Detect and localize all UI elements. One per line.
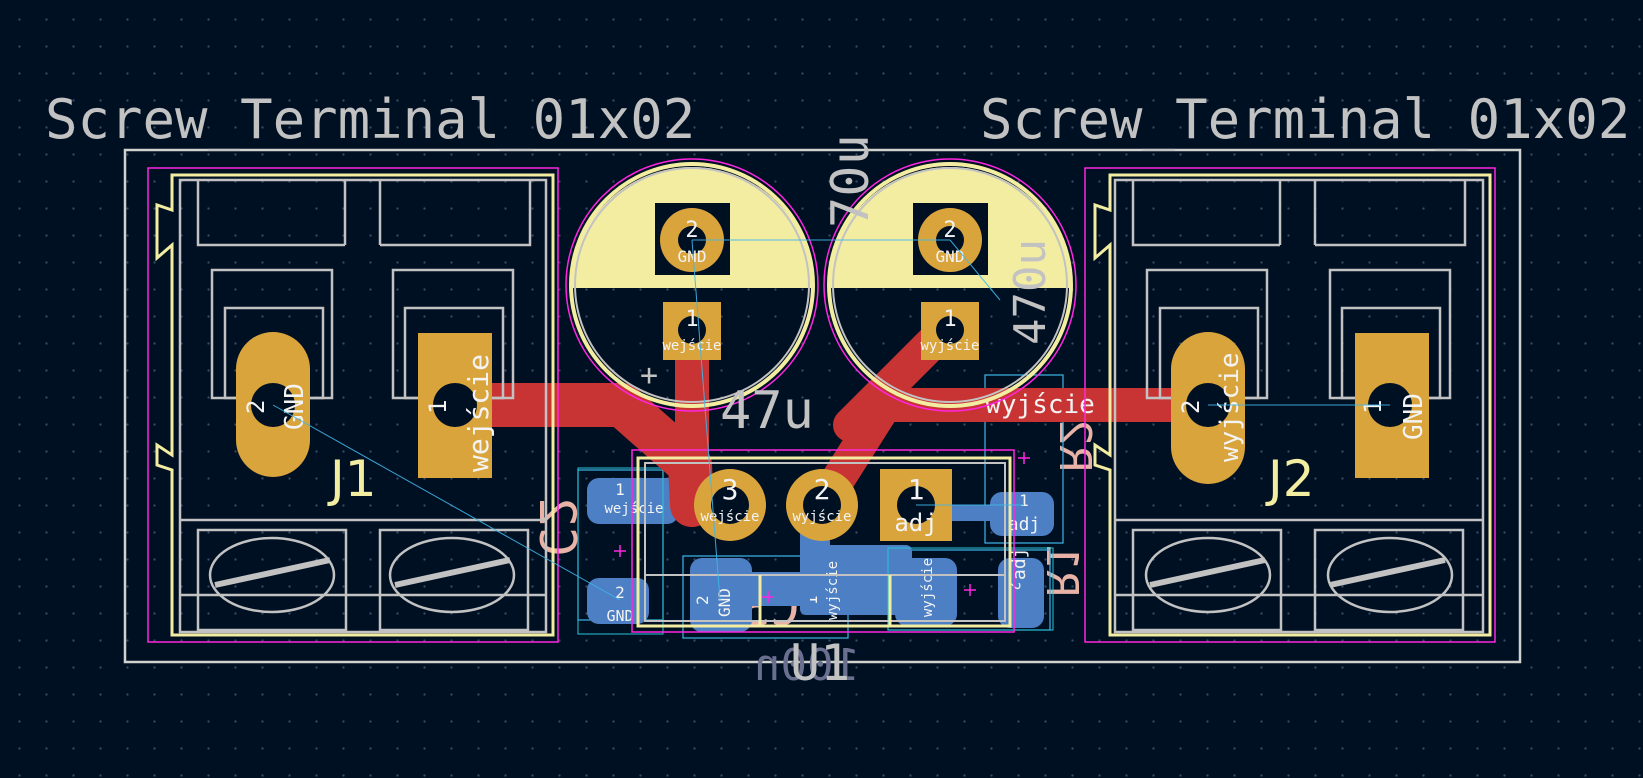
back-c3-pad2-num: 2	[693, 595, 712, 605]
j1-value: Screw_Terminal_01x02	[45, 88, 695, 151]
u1-pad3-hole	[711, 486, 749, 524]
footprint-j2[interactable]: 2 wyjście 1 GND J2	[1084, 167, 1496, 643]
u1-pad2-net: wyjście	[792, 509, 851, 525]
back-r2-pad1-num: 1	[1019, 491, 1029, 510]
u1-pad1-net: adj	[894, 509, 937, 537]
footprint-u1[interactable]: 3 wejście 2 wyjście 1 adj	[631, 449, 1015, 633]
cap-in-pad2-num: 2	[685, 218, 698, 243]
board-edge-cuts	[123, 148, 1522, 664]
cap-in-plus: +	[640, 358, 658, 393]
cap-out-courtyard	[823, 158, 1077, 412]
j1-silk-outline	[155, 173, 555, 637]
cap-in-silk-outline	[569, 162, 815, 408]
j1-ref: J1	[327, 450, 377, 508]
u1-courtyard	[631, 449, 1015, 633]
back-c2-ref: C2	[528, 497, 586, 557]
j2-silk-outline	[1093, 173, 1492, 637]
back-c2-pad2-net: GND	[606, 607, 633, 625]
cap-out-pad2-num: 2	[943, 218, 956, 243]
footprint-cap-output[interactable]: 2 GND 1 wyjście	[823, 158, 1077, 412]
back-c3-pad1-num: 1	[802, 595, 821, 605]
u1-pad2-hole	[803, 486, 841, 524]
u1-ref: U1	[790, 634, 850, 692]
cap-in-pad1-hole	[678, 316, 706, 344]
j2-pad1-num: 1	[1359, 400, 1387, 414]
back-r2-pad1-net: adj	[1008, 514, 1041, 535]
j1-pad1-hole	[433, 383, 477, 427]
back-c2-pad2[interactable]	[587, 578, 649, 624]
cap-in-fab	[574, 167, 810, 403]
cap-out-pad1-net: wyjście	[920, 338, 979, 354]
cap-out-silk-outline	[827, 162, 1073, 408]
j1-pad1-net: wejście	[462, 354, 495, 472]
back-c2-pad1[interactable]	[587, 478, 679, 524]
back-c3-pad1[interactable]	[800, 545, 912, 615]
j1-pad2-net: GND	[280, 383, 310, 430]
u1-pad2-num: 2	[814, 473, 831, 506]
ratsnest	[272, 239, 1390, 601]
u1-pad3-net: wejście	[700, 509, 759, 525]
cap-out-value-rot: 70u	[821, 134, 881, 228]
j1-pad1-num: 1	[424, 400, 452, 414]
cap-out-pad2-net: GND	[936, 247, 965, 266]
u1-pad3-num: 3	[722, 473, 739, 506]
j2-ref: J2	[1265, 450, 1315, 508]
cap-out-pad1-num: 1	[943, 307, 956, 332]
cap-out-value-rot2: 470u	[1005, 239, 1056, 345]
j2-pad2-net: wyjście	[1215, 352, 1245, 462]
j2-pad2-num: 2	[1177, 400, 1205, 414]
back-r1-pad1-net: wyjście	[920, 558, 936, 617]
back-c2-pad1-net: wejście	[604, 501, 663, 517]
back-r1-ref: R1	[1036, 544, 1087, 597]
back-c2-pad1-num: 1	[615, 480, 625, 499]
back-r2-ref: R2	[1049, 419, 1100, 472]
cap-in-pad1-net: wejście	[662, 338, 721, 354]
footprint-anchors	[614, 452, 1030, 603]
back-r1-courtyard	[887, 547, 1054, 631]
u1-silk-outline	[636, 456, 1012, 628]
j1-fab	[178, 178, 548, 634]
back-c2-courtyard	[577, 467, 664, 635]
cap-out-pad1-hole	[936, 316, 964, 344]
cap-out-fab	[832, 167, 1068, 403]
j1-pad2-num: 2	[242, 400, 270, 414]
cap-in-pad2-net: GND	[678, 247, 707, 266]
back-c3-pad2-net: GND	[715, 588, 734, 617]
back-c2-pad2-num: 2	[615, 583, 625, 602]
j2-courtyard	[1084, 167, 1496, 643]
footprint-j1[interactable]: 2 GND 1 wejście J1	[147, 167, 559, 643]
u1-pad1-num: 1	[908, 473, 925, 506]
j2-pad1-net: GND	[1399, 393, 1429, 440]
cap-in-courtyard	[565, 158, 819, 412]
back-trace-2	[950, 505, 1005, 521]
back-value-100n: 100n	[754, 640, 860, 691]
back-r1-pad2-net: adj	[1009, 547, 1030, 580]
cap-in-value-partial: 47u	[720, 381, 814, 441]
back-c3-pad1-net: wyjście	[825, 561, 841, 620]
u1-fab-outline	[644, 462, 1006, 622]
back-c3-pad2[interactable]	[690, 558, 752, 632]
j1-courtyard	[147, 167, 559, 643]
cap-in-pad1-num: 1	[685, 307, 698, 332]
j2-value: Screw_Terminal_01x02	[980, 88, 1630, 151]
